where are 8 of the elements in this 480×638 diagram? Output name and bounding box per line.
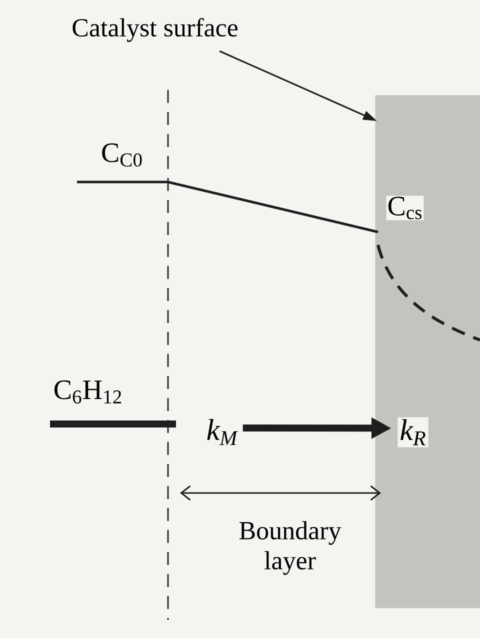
caption-text: Catalyst surface <box>72 18 238 42</box>
region-label: Boundary layer <box>239 521 342 575</box>
concentration-label: C$_{cs}$ <box>386 196 424 220</box>
concentration-label: C$_{C0}$ <box>100 142 144 168</box>
catalyst-surface-region <box>375 95 480 608</box>
species-label: C$_{6}$H$_{12}$ <box>54 380 122 404</box>
rate-constant-label: k$_{R}$ <box>398 417 428 448</box>
rate-constant-label: k$_{M}$ <box>204 417 240 447</box>
